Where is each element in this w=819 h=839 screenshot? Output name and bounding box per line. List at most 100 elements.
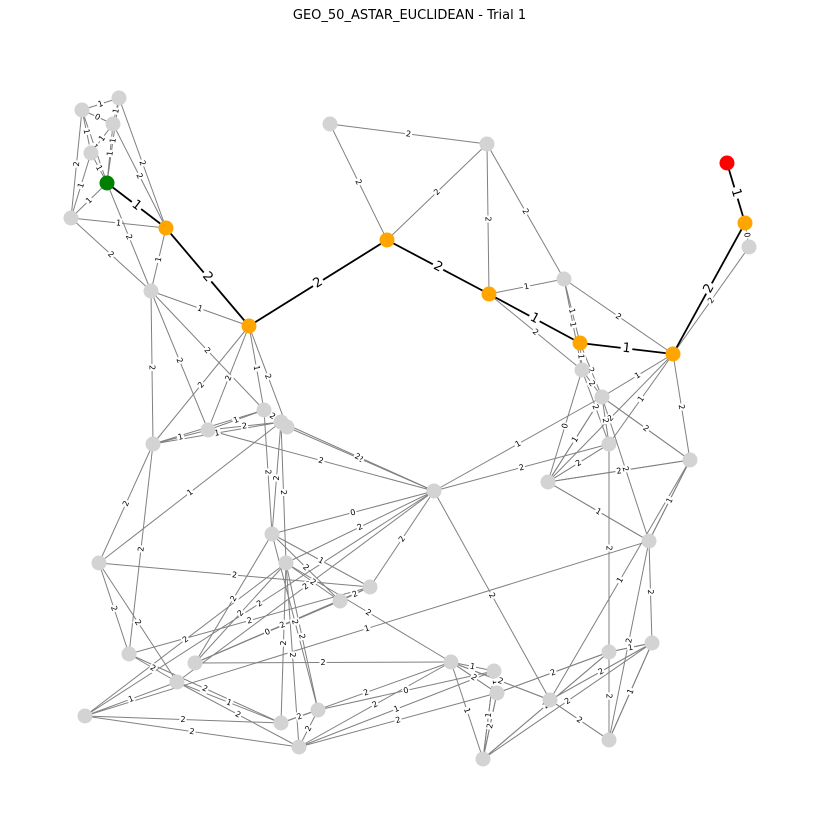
path-node — [737, 215, 753, 231]
edge-label-background — [244, 614, 255, 627]
edge-weight-label: 2 — [520, 207, 530, 216]
edge-label-background — [253, 597, 266, 610]
graph-edge-label-group: 1 — [96, 132, 108, 145]
edge-label-background — [612, 310, 625, 323]
graph-edge-label-group: 1 — [391, 703, 402, 715]
graph-edge-label-group: 1 — [114, 217, 123, 229]
edge-weight-label: 2 — [279, 490, 288, 495]
edge-label-background — [676, 402, 687, 412]
graph-edge-label-group: 2 — [362, 606, 375, 619]
graph-edge-label-group: 0 — [348, 506, 358, 519]
graph-edge-label-group: 1 — [566, 306, 578, 316]
graph-edge-label-group: 2 — [369, 698, 381, 711]
graph-node — [556, 271, 572, 287]
edge-weight-label: 1 — [484, 712, 494, 718]
edge-label-background — [251, 363, 262, 373]
edge-weight-label: 1 — [76, 182, 86, 190]
graph-edge-label-group: 2 — [234, 607, 247, 619]
edge-label-background — [635, 393, 647, 405]
edge-weight-label: 2 — [485, 723, 495, 730]
edge-weight-label: 1 — [252, 365, 262, 372]
graph-edge-label-group: 2 — [604, 692, 614, 700]
edge-weight-label: 2 — [255, 598, 264, 608]
graph-edge-label-group: 1 — [614, 574, 626, 586]
graph-edge-label-group: 2 — [135, 544, 147, 554]
edge-weight-label: 1 — [462, 707, 472, 715]
graph-edge-label-group: 0 — [401, 685, 411, 696]
graph-edge-label-group: 2 — [240, 420, 249, 432]
graph-edge-label-group: 1 — [512, 438, 524, 450]
edge-label-background — [631, 369, 644, 382]
edge-label-background — [624, 686, 637, 697]
edge-weight-label: 2 — [497, 676, 505, 686]
edge-weight-label: 2 — [575, 715, 584, 725]
edge-label-background — [567, 320, 579, 329]
graph-edge-label-group: 1 — [93, 162, 105, 174]
graph-edge-label-group: 2 — [271, 474, 282, 482]
graph-node — [273, 414, 289, 430]
edge-label-background — [240, 420, 249, 432]
edge-label-background — [262, 371, 274, 382]
edge-label-background — [348, 506, 358, 519]
edge-label-background — [147, 662, 159, 674]
graph-edge-label-group: 2 — [179, 714, 187, 725]
edge-label-background — [95, 98, 106, 110]
graph-edge-label-group: 2 — [232, 708, 244, 721]
graph-edge-label-group: 2 — [676, 402, 687, 412]
edge-weight-label: 2 — [246, 615, 253, 625]
edge-label-background — [401, 685, 411, 696]
edge-weight-label: 2 — [303, 724, 313, 733]
path-edge-label-group: 2 — [429, 257, 447, 277]
edge-label-background — [468, 671, 480, 684]
edge-label-background — [429, 257, 447, 277]
edge-label-background — [645, 588, 656, 596]
edge-label-background — [96, 132, 108, 145]
edge-weight-label: 2 — [308, 577, 317, 587]
edge-weight-label: 2 — [614, 311, 623, 321]
edge-label-background — [352, 450, 363, 463]
graph-edge-label-group: 1 — [461, 705, 473, 716]
path-edge-label-group: 2 — [308, 273, 328, 293]
graph-node — [540, 474, 556, 490]
graph-edge-label-group: 2 — [612, 310, 625, 323]
graph-edge-label-group: 2 — [589, 401, 602, 413]
graph-edge-label-group: 2 — [187, 726, 197, 737]
edge-label-background — [316, 454, 326, 467]
edge-weight-label: 1 — [636, 394, 646, 403]
edge-label-background — [467, 661, 478, 672]
graph-edge-label-group: 1 — [522, 281, 531, 292]
edge-label-background — [483, 215, 493, 223]
edge-weight-label: 2 — [147, 365, 156, 370]
edge-weight-label: 1 — [523, 282, 530, 292]
graph-edge-label-group: 2 — [316, 454, 326, 467]
edge-weight-label: 1 — [728, 187, 745, 199]
edge-label-background — [201, 344, 214, 357]
edge-label-background — [187, 726, 197, 737]
graph-node — [121, 646, 137, 662]
graph-node — [77, 708, 93, 724]
edge-weight-label: 1 — [177, 432, 184, 442]
graph-node — [362, 579, 378, 595]
edge-label-background — [289, 617, 301, 627]
edge-weight-label: 1 — [392, 704, 400, 714]
edge-weight-label: 1 — [576, 354, 585, 360]
graph-edge-label-group: 2 — [486, 590, 498, 601]
edge-weight-label: 2 — [353, 178, 363, 187]
edge-label-background — [486, 590, 498, 601]
edge-label-background — [741, 230, 753, 240]
edge-label-background — [152, 254, 165, 265]
graph-edge-label-group: 2 — [354, 521, 366, 533]
graph-edge-label-group: 2 — [519, 205, 532, 218]
graph-edge-label-group: 0 — [262, 626, 273, 638]
graph-edge-label-group: 2 — [586, 377, 598, 390]
edge-weight-label: 2 — [235, 608, 245, 618]
edge-label-background — [575, 352, 587, 361]
graph-edge-label-group: 2 — [262, 468, 274, 476]
path-node — [379, 232, 395, 248]
graph-edge-label-group: 1 — [567, 320, 579, 329]
edge-weight-label: 2 — [362, 687, 370, 697]
edge-weight-label: 0 — [560, 422, 570, 429]
edge-label-background — [232, 708, 244, 721]
graph-edge-label-group: 2 — [71, 159, 82, 169]
